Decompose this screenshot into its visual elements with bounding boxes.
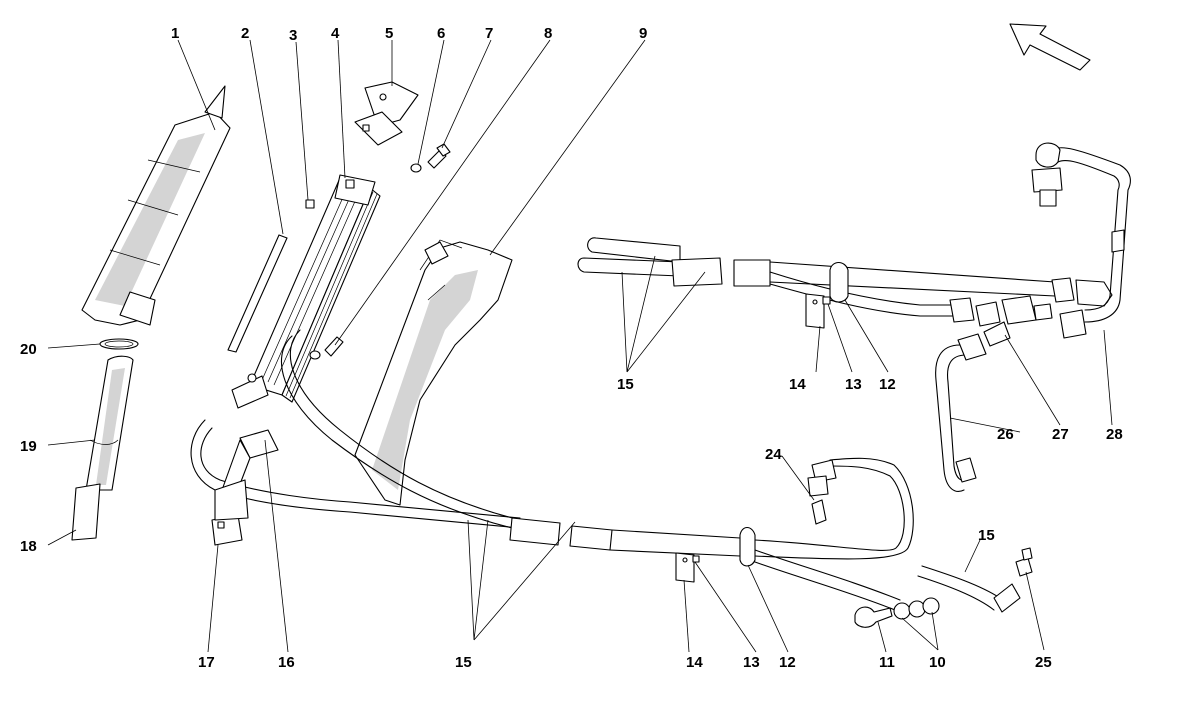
callout-4: 4 xyxy=(331,25,340,42)
part-4-oil-cooler xyxy=(231,174,381,409)
callout-5: 5 xyxy=(385,25,393,42)
callout-26: 26 xyxy=(997,426,1014,443)
callout-13-lower: 13 xyxy=(743,654,760,671)
callout-14-lower: 14 xyxy=(686,654,703,671)
part-13-screw-lower xyxy=(692,555,700,563)
part-2-strip xyxy=(227,234,288,353)
part-14-bracket-upper xyxy=(805,293,825,329)
part-12-clamp-lower xyxy=(739,526,756,567)
callout-1: 1 xyxy=(171,25,179,42)
callout-16: 16 xyxy=(278,654,295,671)
part-3-nut xyxy=(305,199,315,209)
callout-7: 7 xyxy=(485,25,493,42)
part-10-washers xyxy=(893,597,940,620)
arrow-icon xyxy=(1009,23,1091,71)
callout-12-upper: 12 xyxy=(879,376,896,393)
part-28-pipe xyxy=(1031,142,1131,339)
callout-19: 19 xyxy=(20,438,37,455)
part-15-hose-right xyxy=(917,565,1021,613)
leader-lines xyxy=(47,39,1113,653)
part-8-bolt xyxy=(309,336,344,360)
callout-8: 8 xyxy=(544,25,552,42)
part-27-union xyxy=(975,295,1053,347)
callout-18: 18 xyxy=(20,538,37,555)
callout-6: 6 xyxy=(437,25,445,42)
callout-15-lower: 15 xyxy=(455,654,472,671)
callout-13-upper: 13 xyxy=(845,376,862,393)
callout-24: 24 xyxy=(765,446,782,463)
part-25-fitting xyxy=(1015,547,1033,577)
part-11-bolt xyxy=(854,606,893,628)
part-13-screw-upper xyxy=(822,296,831,305)
callout-12-lower: 12 xyxy=(779,654,796,671)
part-6-washer xyxy=(410,163,422,173)
part-14-bracket-lower xyxy=(675,552,695,583)
callout-9: 9 xyxy=(639,25,647,42)
callout-27: 27 xyxy=(1052,426,1069,443)
callout-14-upper: 14 xyxy=(789,376,806,393)
callout-15-right: 15 xyxy=(978,527,995,544)
part-7-bolt xyxy=(427,143,451,169)
part-9-reservoir xyxy=(354,239,513,506)
callout-3: 3 xyxy=(289,27,297,44)
callout-25: 25 xyxy=(1035,654,1052,671)
part-12-clamp-upper xyxy=(829,261,849,303)
callout-2: 2 xyxy=(241,25,249,42)
part-5-bracket xyxy=(354,81,419,146)
callout-17: 17 xyxy=(198,654,215,671)
part-26-pipe xyxy=(935,333,987,492)
part-15-hose-upper xyxy=(577,237,1113,323)
part-1-shroud xyxy=(81,85,231,326)
part-24-fitting xyxy=(807,475,829,525)
part-18-sleeve xyxy=(71,483,101,541)
callout-11: 11 xyxy=(879,654,895,671)
callout-28: 28 xyxy=(1106,426,1123,443)
callout-20: 20 xyxy=(20,341,37,358)
part-17-bracket xyxy=(211,479,249,546)
callout-15-upper: 15 xyxy=(617,376,634,393)
callout-10: 10 xyxy=(929,654,946,671)
part-20-clamp xyxy=(99,338,139,350)
part-19-hose xyxy=(85,355,134,491)
callout-labels: 1 2 3 4 5 6 7 8 9 10 11 12 12 13 13 14 1… xyxy=(20,25,1123,671)
